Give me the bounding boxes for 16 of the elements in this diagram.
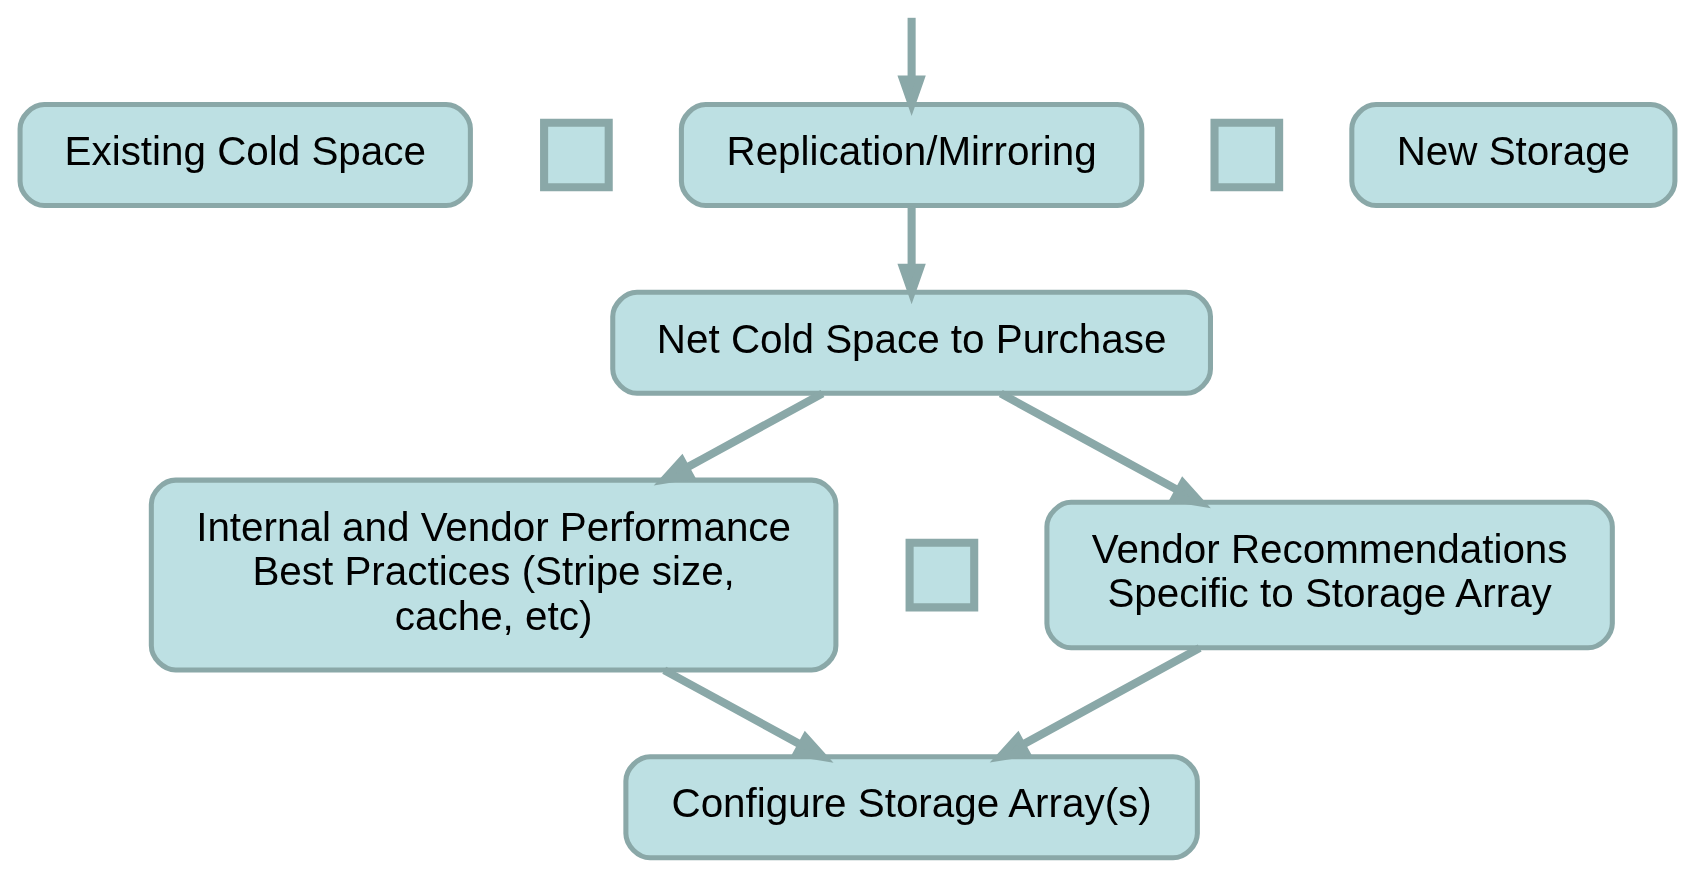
node-plus — [1209, 118, 1283, 192]
node-box: Net Cold Space to Purchase — [609, 289, 1213, 396]
node-box: New Storage — [1348, 102, 1677, 209]
node-box: Internal and Vendor Performance Best Practices (Stripe size, cache, etc) — [148, 477, 838, 673]
arrow — [998, 389, 1211, 509]
arrow — [989, 644, 1202, 763]
node-box: Existing Cold Space — [17, 102, 473, 209]
arrow — [653, 389, 824, 486]
node-box: Replication/Mirroring — [678, 102, 1144, 209]
node-box: Configure Storage Array(s) — [622, 754, 1200, 861]
node-box: Vendor Recommendations Specific to Storage Array — [1043, 499, 1615, 651]
arrow — [661, 666, 833, 763]
node-plus — [539, 118, 613, 192]
node-plus — [905, 538, 978, 612]
arrow — [896, 17, 926, 117]
arrow — [896, 206, 926, 305]
